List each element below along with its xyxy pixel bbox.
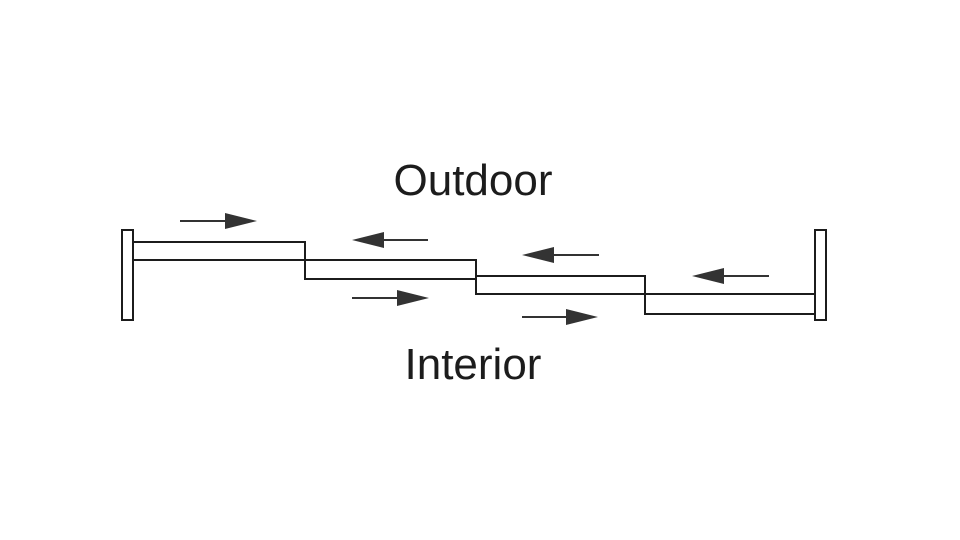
left-jamb <box>121 229 134 321</box>
arrow-left-icon <box>522 247 599 263</box>
interior-label: Interior <box>404 340 542 389</box>
arrow-right-icon <box>522 309 598 325</box>
arrow-left-icon <box>352 232 428 248</box>
panel-4 <box>644 293 816 315</box>
outdoor-label: Outdoor <box>393 156 553 205</box>
arrow-left-icon <box>692 268 769 284</box>
panel-2 <box>304 259 477 280</box>
panel-3 <box>475 275 646 295</box>
arrow-right-icon <box>352 290 429 306</box>
right-jamb <box>814 229 827 321</box>
panel-1 <box>132 241 306 261</box>
arrow-right-icon <box>180 213 257 229</box>
